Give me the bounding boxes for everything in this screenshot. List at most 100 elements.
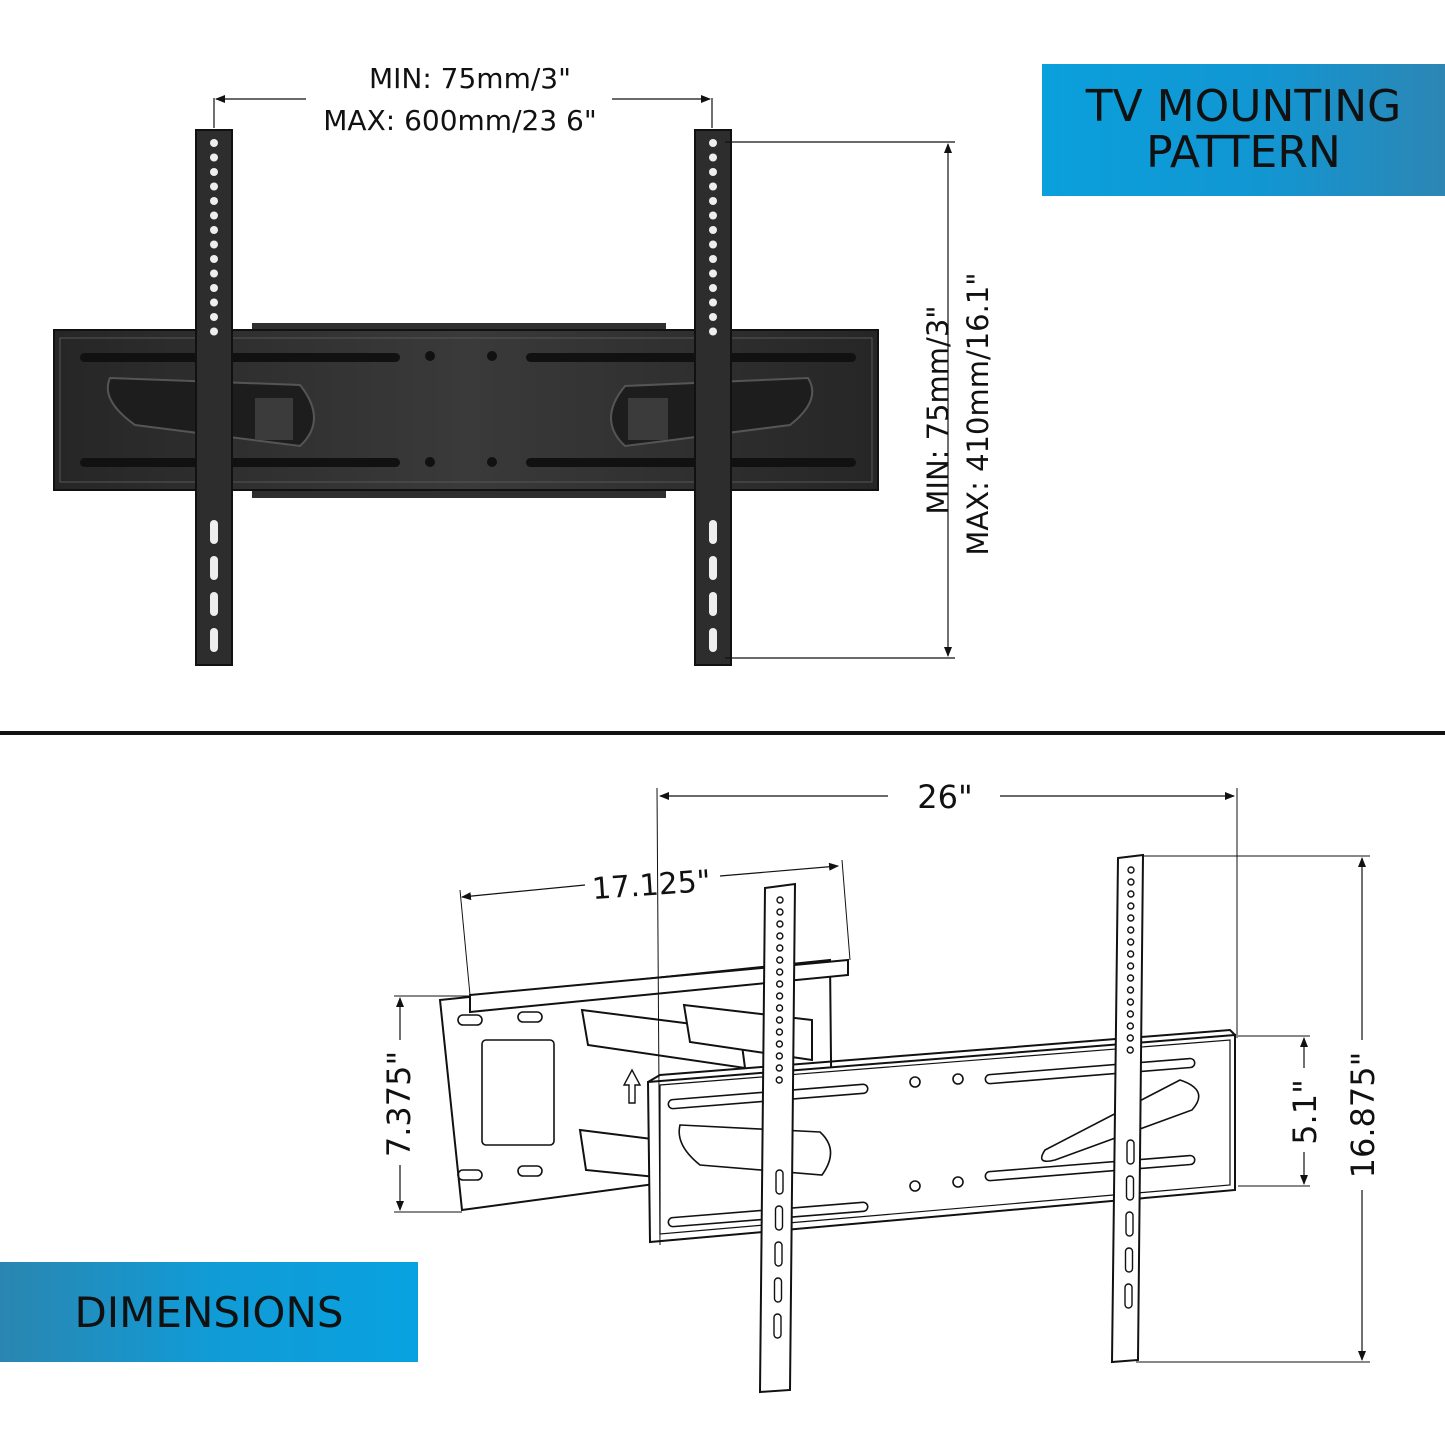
rail-hole: [210, 269, 218, 278]
arm-width-dimension: 17.125": [459, 859, 851, 996]
rail-slot: [1125, 1175, 1135, 1201]
dimensions-banner-label: DIMENSIONS: [74, 1287, 344, 1337]
rail-hole: [776, 944, 784, 952]
overall-width-dimension: 26": [656, 778, 1238, 1246]
rail-slot: [774, 1205, 784, 1231]
wall-plate-height-label: 7.375": [380, 1051, 418, 1157]
rail-hole: [709, 255, 717, 263]
vertical-max-label: MAX: 410mm/16.1": [961, 272, 995, 555]
tv-rail-left: [195, 129, 233, 666]
rail-slot: [709, 556, 717, 580]
rail-hole: [775, 1052, 784, 1060]
rail-hole: [210, 298, 218, 307]
tv-plate-height-dimension: 5.1": [1238, 1035, 1324, 1187]
rail-slot: [773, 1313, 782, 1339]
rail-hole: [210, 139, 218, 147]
rail-hole: [1126, 1010, 1135, 1018]
rail-hole: [1127, 866, 1135, 874]
rail-hole: [1126, 1034, 1135, 1042]
rail-slot: [709, 628, 717, 652]
rail-hole: [776, 896, 784, 904]
arm-width-label: 17.125": [591, 864, 712, 907]
rail-hole: [1127, 902, 1135, 910]
wall-plate-height-dimension: 7.375": [380, 995, 470, 1213]
rail-hole: [775, 980, 784, 988]
rail-hole: [1126, 986, 1135, 994]
rail-hole: [776, 908, 784, 916]
rail-hole: [709, 298, 717, 307]
rail-hole: [1127, 914, 1135, 922]
rail-hole: [210, 327, 218, 336]
rail-slot: [210, 556, 218, 580]
rail-slot: [709, 592, 717, 616]
rail-hole: [775, 992, 784, 1000]
rail-hole: [210, 182, 218, 191]
rail-hole: [1126, 950, 1135, 958]
vertical-min-label: MIN: 75mm/3": [921, 305, 955, 514]
tv-plate-height-label: 5.1": [1286, 1079, 1324, 1145]
rail-hole: [709, 284, 717, 292]
rail-hole: [1127, 878, 1135, 886]
rail-slot: [1126, 1139, 1135, 1165]
rail-hole: [709, 327, 717, 336]
rail-hole: [1126, 998, 1135, 1006]
mounting-bracket-front-view: [53, 323, 879, 498]
horizontal-max-label: MAX: 600mm/23 6": [323, 104, 596, 137]
overall-width-label: 26": [917, 778, 972, 816]
rail-slot: [709, 520, 717, 544]
rail-slot: [775, 1169, 784, 1195]
rail-hole: [1127, 926, 1135, 934]
rail-hole: [775, 1028, 784, 1036]
rail-hole: [776, 920, 784, 928]
rail-hole: [775, 1076, 783, 1084]
rail-hole: [709, 197, 717, 205]
rail-hole: [210, 153, 218, 162]
overall-height-dimension: 16.875": [1136, 855, 1382, 1363]
rail-hole: [775, 1016, 784, 1024]
rail-hole: [709, 139, 717, 147]
rail-slot: [1124, 1247, 1134, 1273]
rail-hole: [709, 211, 717, 220]
rail-hole: [210, 197, 218, 205]
rail-hole: [709, 226, 717, 234]
banner-line-1: TV MOUNTING: [1085, 81, 1402, 132]
rail-hole: [210, 168, 218, 176]
rail-slot: [1124, 1283, 1133, 1309]
rail-hole: [776, 956, 784, 964]
tv-mounting-pattern-banner: TV MOUNTING PATTERN: [1042, 64, 1445, 196]
dimensions-banner: DIMENSIONS: [0, 1262, 418, 1362]
rail-hole: [1126, 1022, 1135, 1030]
rail-hole: [210, 255, 218, 263]
rail-hole: [210, 211, 218, 220]
rail-hole: [1126, 974, 1135, 982]
vertical-pattern-dimension: MIN: 75mm/3" MAX: 410mm/16.1": [725, 141, 995, 659]
rail-slot: [774, 1241, 783, 1267]
rail-hole: [210, 240, 218, 249]
banner-line-2: PATTERN: [1146, 127, 1341, 178]
rail-hole: [776, 932, 784, 940]
rail-hole: [709, 313, 717, 321]
rail-hole: [709, 269, 717, 278]
rail-hole: [709, 240, 717, 249]
rail-hole: [210, 226, 218, 234]
bracket-perspective-view: [438, 853, 1236, 1394]
rail-hole: [775, 1040, 784, 1048]
rail-slot: [210, 628, 218, 652]
rail-hole: [1126, 938, 1135, 946]
tv-rail-right: [694, 129, 732, 666]
rail-hole: [775, 1064, 783, 1072]
rail-hole: [709, 168, 717, 176]
rail-hole: [709, 182, 717, 191]
rail-hole: [776, 968, 784, 976]
rail-hole: [775, 1004, 784, 1012]
rail-hole: [1126, 962, 1135, 970]
overall-height-label: 16.875": [1344, 1052, 1382, 1179]
rail-hole: [709, 153, 717, 162]
horizontal-pattern-dimension: MIN: 75mm/3" MAX: 600mm/23 6": [213, 62, 713, 137]
rail-hole: [210, 284, 218, 292]
rail-slot: [1125, 1211, 1134, 1237]
rail-slot: [210, 520, 218, 544]
rail-hole: [1126, 1046, 1134, 1054]
rail-slot: [773, 1277, 783, 1303]
